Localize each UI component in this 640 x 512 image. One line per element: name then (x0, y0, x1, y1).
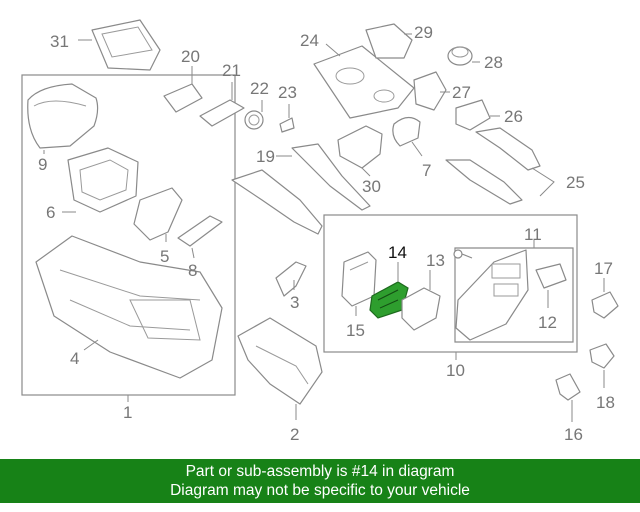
callout-15: 15 (346, 321, 365, 340)
callout-25: 25 (566, 173, 585, 192)
part-30-shifter-unit[interactable] (337, 125, 383, 169)
part-21-panel[interactable] (199, 99, 245, 127)
banner-line-2: Diagram may not be specific to your vehi… (170, 482, 470, 499)
part-16-plug[interactable] (555, 373, 581, 401)
callout-12: 12 (538, 313, 557, 332)
callout-29: 29 (414, 23, 433, 42)
callout-18: 18 (596, 393, 615, 412)
callout-11: 11 (524, 225, 542, 244)
callout-19: 19 (256, 147, 275, 166)
part-5-bracket[interactable] (133, 187, 183, 241)
part-20-bracket[interactable] (163, 83, 203, 113)
callout-9: 9 (38, 155, 47, 174)
part-28-knob[interactable] (447, 46, 473, 66)
callout-14: 14 (388, 243, 407, 262)
part-29-switch[interactable] (365, 23, 413, 59)
part-19-side-trim[interactable] (231, 143, 371, 235)
parts-diagram: 31 20 21 22 23 24 29 28 27 26 9 19 7 30 … (21, 19, 619, 444)
callout-24: 24 (300, 31, 319, 50)
part-13-bracket[interactable] (401, 270, 441, 331)
info-banner: Part or sub-assembly is #14 in diagram D… (0, 459, 640, 503)
callout-4: 4 (70, 349, 79, 368)
callout-10: 10 (446, 361, 465, 380)
callout-13: 13 (426, 251, 445, 270)
part-4-console-body[interactable] (35, 235, 223, 379)
part-12-switch[interactable] (535, 263, 567, 289)
part-9-armrest-lid[interactable] (27, 83, 99, 149)
part-2-frame[interactable] (237, 317, 323, 405)
callout-3: 3 (290, 293, 299, 312)
part-14-usb-module[interactable] (369, 281, 409, 319)
callout-28: 28 (484, 53, 503, 72)
part-27-selector[interactable] (413, 71, 447, 111)
part-3-bracket[interactable] (275, 261, 307, 297)
part-24-shifter-panel[interactable] (313, 45, 415, 119)
callout-21: 21 (222, 61, 241, 80)
callout-16: 16 (564, 425, 583, 444)
part-6-storage-bin[interactable] (67, 147, 139, 213)
part-8-trim-strip[interactable] (177, 215, 223, 247)
part-15-holder[interactable] (341, 251, 377, 307)
callout-26: 26 (504, 107, 523, 126)
callout-1: 1 (123, 403, 132, 422)
callout-7: 7 (422, 161, 431, 180)
callout-23: 23 (278, 83, 297, 102)
callout-27: 27 (452, 83, 471, 102)
callout-8: 8 (188, 261, 197, 280)
callout-5: 5 (160, 247, 169, 266)
banner-line-1: Part or sub-assembly is #14 in diagram (185, 463, 455, 480)
callout-22: 22 (250, 79, 269, 98)
part-22-knob[interactable] (244, 110, 264, 130)
assembly-10-box (323, 214, 578, 353)
part-17-switch[interactable] (591, 291, 619, 319)
bolt[interactable] (453, 249, 473, 259)
part-31-tray[interactable] (91, 19, 161, 71)
part-23-clip[interactable] (279, 117, 295, 133)
part-18-switch[interactable] (589, 343, 615, 369)
part-11-rear-panel[interactable] (455, 249, 529, 341)
callout-17: 17 (594, 259, 613, 278)
part-25-trim-strips[interactable] (445, 127, 541, 205)
callout-6: 6 (46, 203, 55, 222)
part-7-shifter-knob[interactable] (392, 116, 421, 147)
callout-30: 30 (362, 177, 381, 196)
callout-2: 2 (290, 425, 299, 444)
callout-20: 20 (181, 47, 200, 66)
callout-31: 31 (50, 32, 69, 51)
part-26-switch[interactable] (455, 99, 491, 131)
